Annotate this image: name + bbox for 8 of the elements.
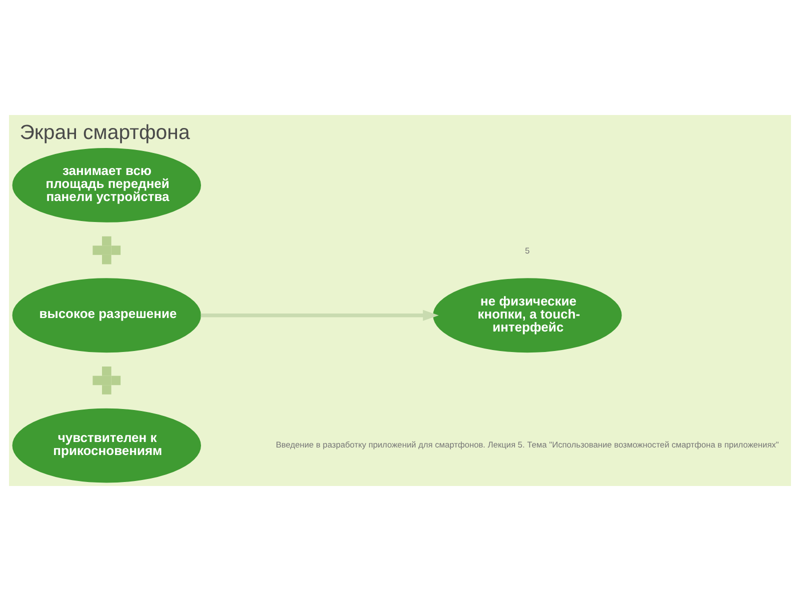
node-ellipse: не физические кнопки, а touch-интерфейс [433,278,622,352]
node-ellipse: высокое разрешение [12,278,202,352]
node-ellipse: чувствителен к прикосновениям [12,408,202,482]
label: 5 [525,244,530,255]
arrow [200,309,439,320]
node-ellipse: занимает всю площадь передней панели устройства [12,148,202,222]
diagram-title: Экран смартфона [20,120,190,144]
label: Введение в разработку приложений для смартфонов. Лекция 5. Тема "Использование возможностей смартфона в приложениях" [276,439,779,450]
